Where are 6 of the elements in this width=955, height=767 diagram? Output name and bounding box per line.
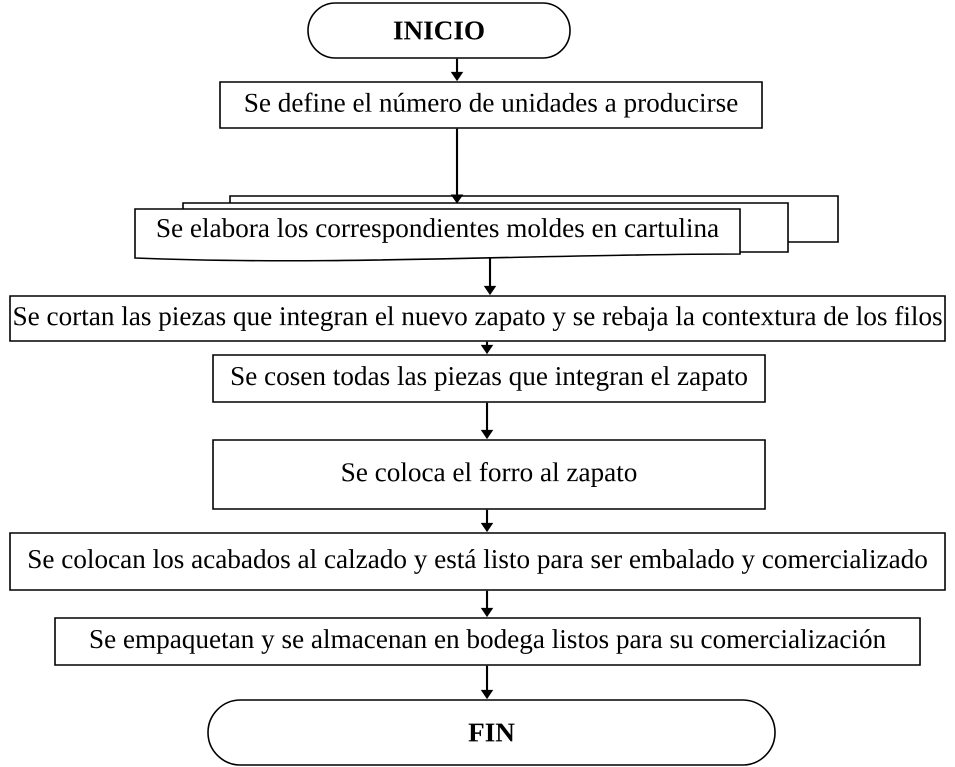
process-box: Se define el número de unidades a producirse [219, 81, 763, 129]
process-box: Se colocan los acabados al calzado y está listo para ser embalado y comercializado [9, 532, 946, 591]
process-box: Se empaquetan y se almacenan en bodega listos para su comercialización [54, 617, 921, 666]
process-box: Se coloca el forro al zapato [212, 439, 766, 510]
process-box: Se cosen todas las piezas que integran el zapato [212, 354, 766, 403]
process-box: Se cortan las piezas que integran el nuevo zapato y se rebaja la contextura de los filos [9, 295, 946, 342]
